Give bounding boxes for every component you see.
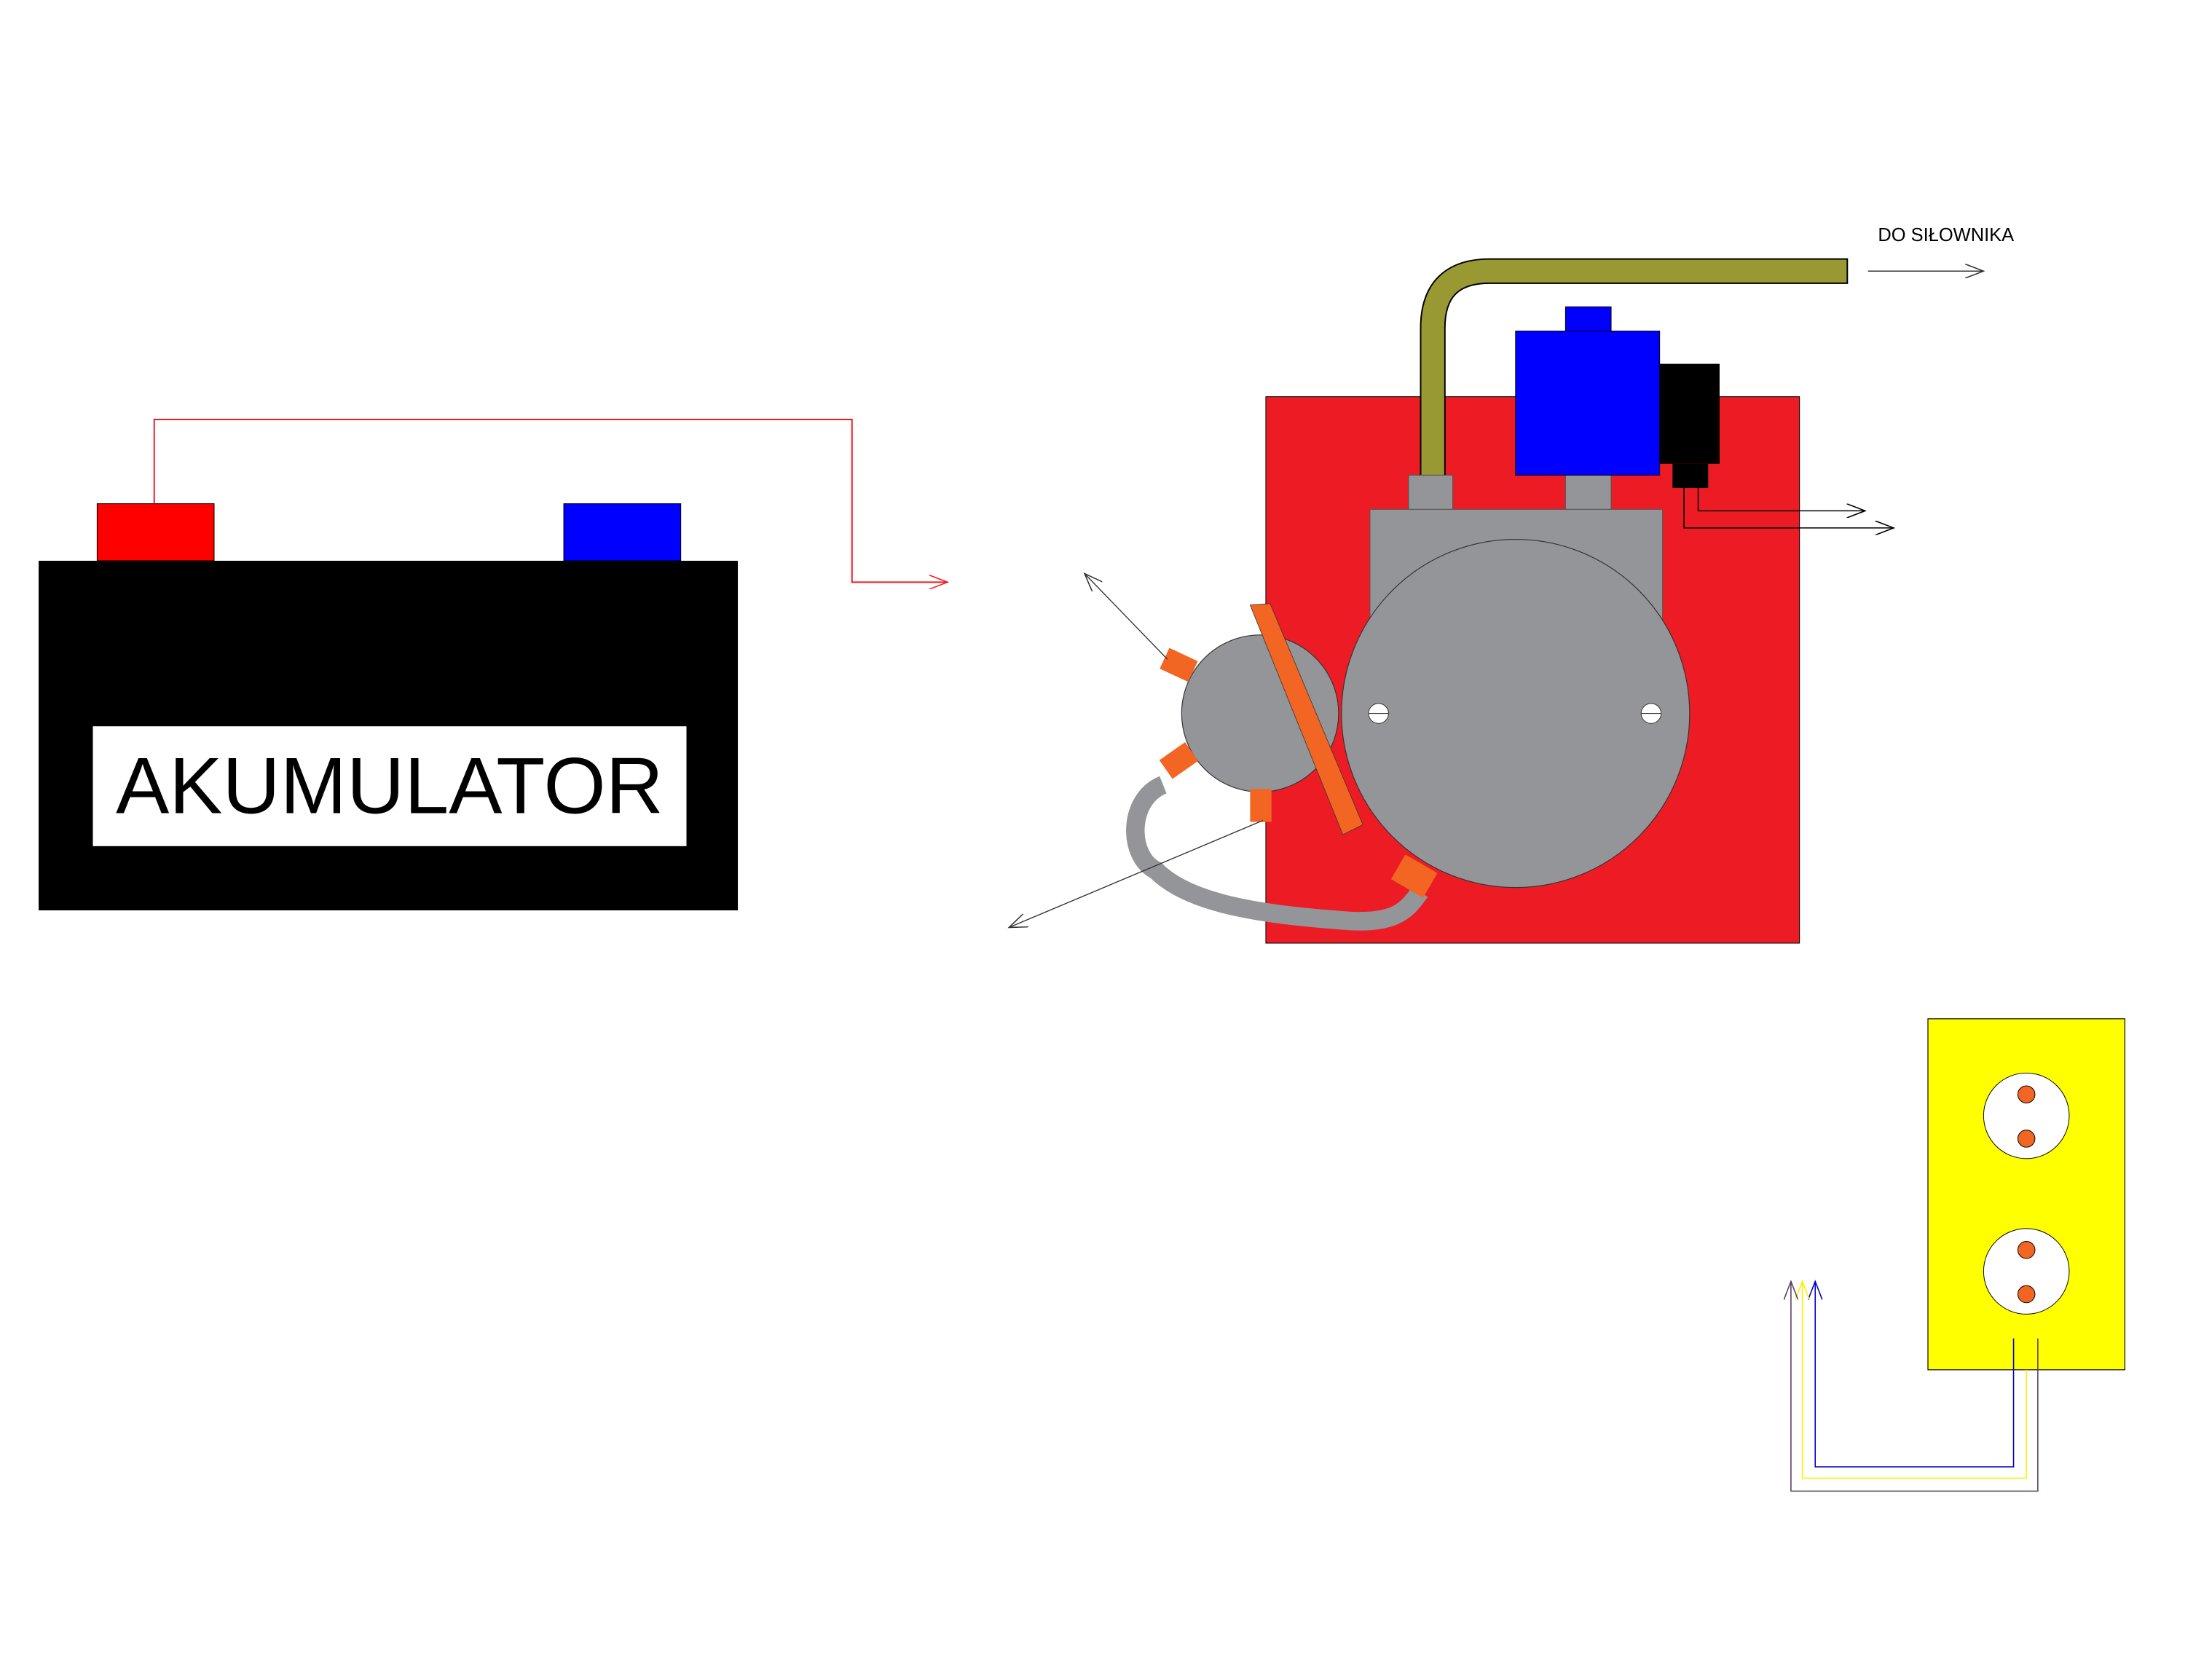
outlet-pipe — [1421, 259, 1847, 478]
outlet-label: DO SIŁOWNIKA — [1878, 225, 2014, 245]
filter-port — [1159, 742, 1199, 779]
battery-label: AKUMULATOR — [116, 742, 664, 831]
solenoid-wire-1 — [1697, 488, 1865, 511]
wire-yellow — [1803, 1281, 2027, 1479]
outlet-bottom — [1983, 1228, 2070, 1315]
solenoid-coil — [1515, 331, 1661, 476]
pipe-fitting — [1408, 474, 1454, 511]
solenoid-cap — [1564, 306, 1612, 332]
return-arrow — [1009, 819, 1264, 928]
solenoid-connector — [1659, 363, 1720, 464]
hose-clamp — [1390, 854, 1438, 898]
wire-brown — [1791, 1281, 2039, 1492]
filter-port — [1160, 647, 1198, 682]
negative-terminal — [563, 503, 682, 562]
positive-wire — [153, 419, 948, 582]
filter-strap — [1249, 603, 1363, 835]
return-hose — [1126, 776, 1428, 931]
suction-arrow — [1085, 574, 1168, 660]
outlet-top — [1983, 1072, 2070, 1159]
pump-assembly: DO SIŁOWNIKA — [1009, 225, 2014, 944]
motor — [1341, 538, 1691, 889]
battery-label-box — [93, 726, 687, 846]
connector-plug — [1672, 463, 1709, 489]
valve-fitting — [1564, 474, 1612, 511]
battery: AKUMULATOR — [39, 503, 739, 910]
solenoid-wire-2 — [1683, 488, 1894, 528]
power-socket — [1791, 1018, 2125, 1492]
socket-body — [1927, 1018, 2125, 1371]
filter-port — [1250, 789, 1272, 822]
wire-blue — [1815, 1281, 2015, 1468]
positive-terminal — [96, 503, 215, 562]
